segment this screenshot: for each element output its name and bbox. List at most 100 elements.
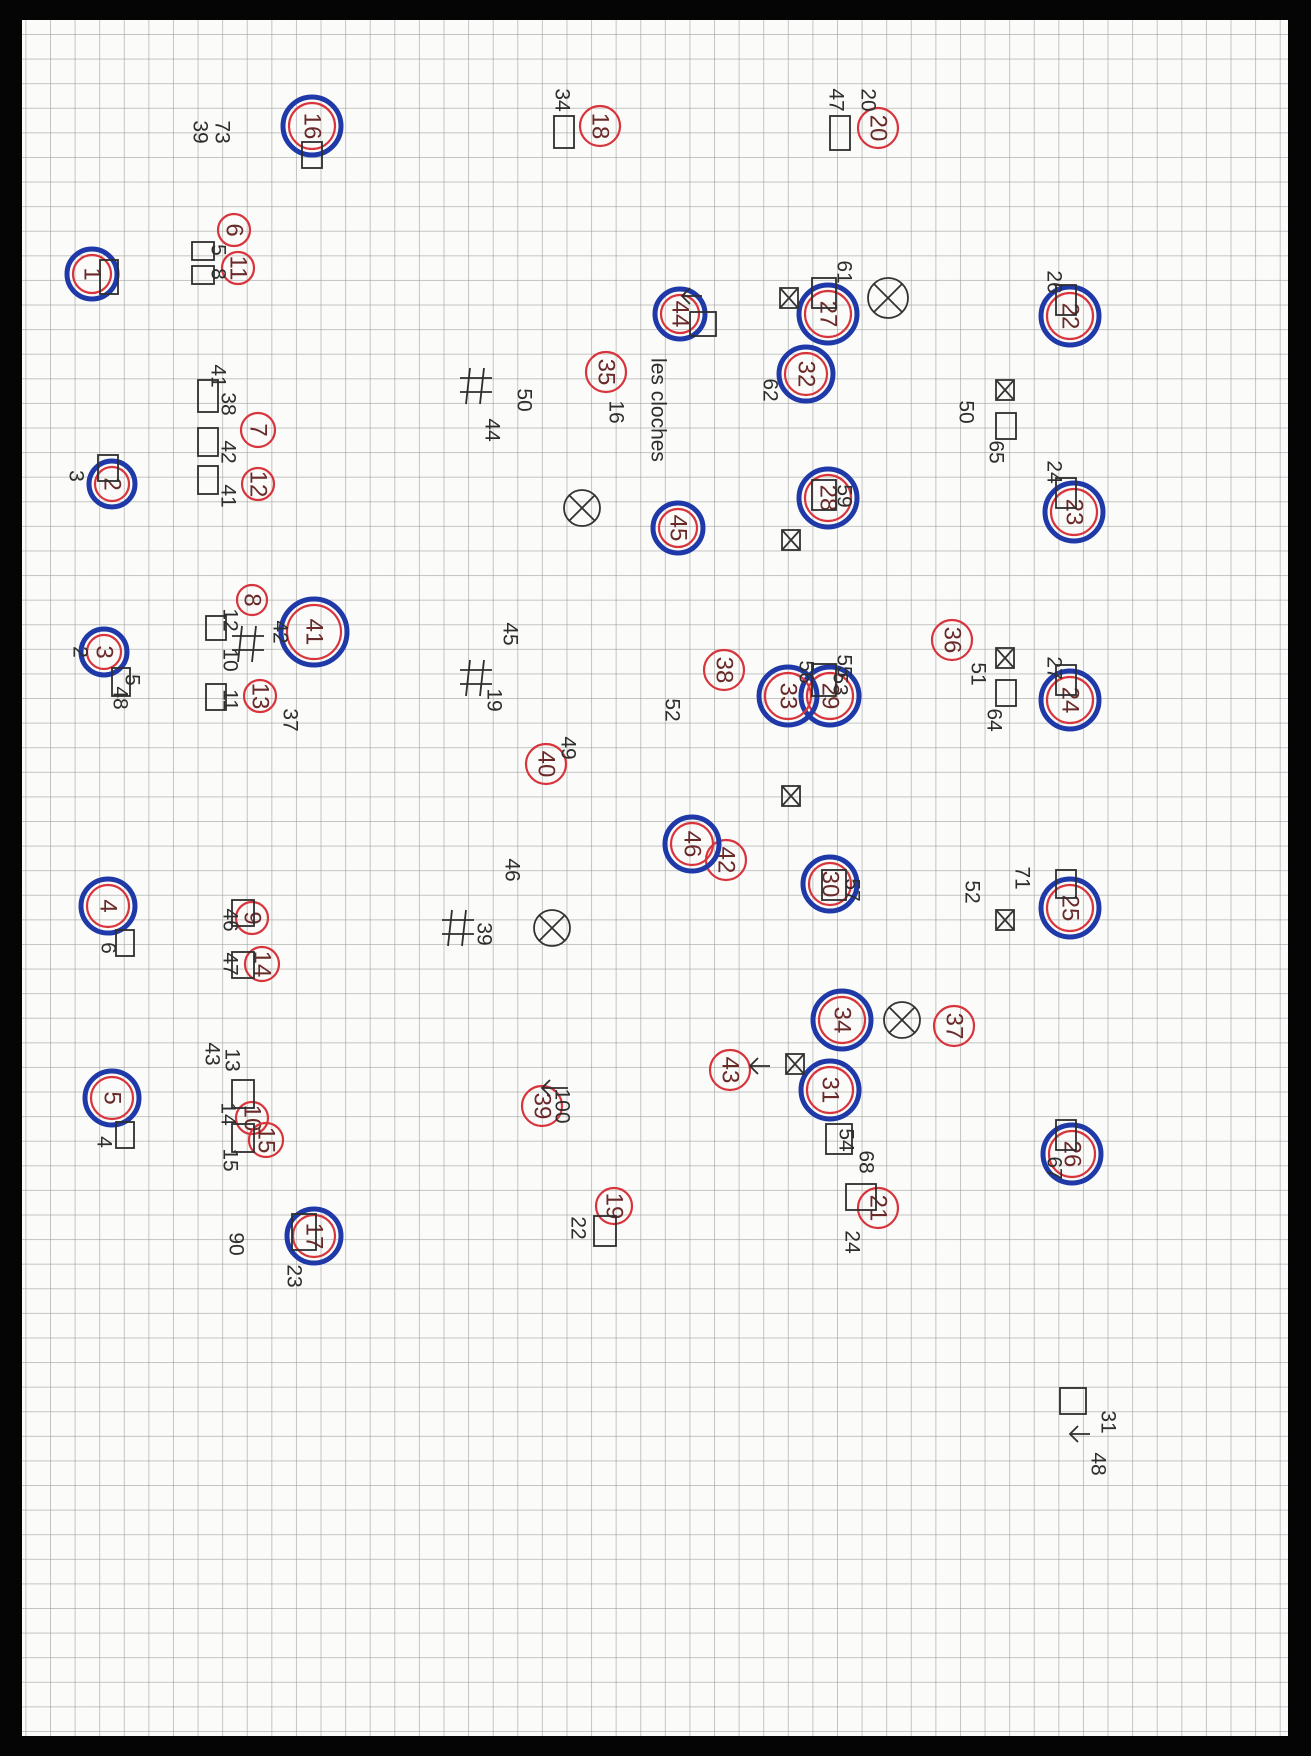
- marker-number: 17: [301, 1223, 328, 1250]
- marker-number: 43: [717, 1057, 744, 1084]
- marker-number: 33: [775, 683, 802, 710]
- circled-number-5: 5: [85, 1071, 139, 1125]
- circled-cross-icon: [868, 278, 908, 318]
- handwritten-note: 24: [1043, 460, 1066, 484]
- handwritten-note: 11: [219, 689, 242, 711]
- circled-number-31: 31: [801, 1061, 859, 1119]
- marker-number: 27: [815, 301, 842, 328]
- handwritten-note: 16: [605, 400, 628, 423]
- handwritten-note: 71: [1011, 866, 1034, 889]
- handwritten-note: les cloches: [647, 358, 670, 462]
- handwritten-note: 90: [225, 1232, 248, 1255]
- marker-number: 4: [95, 899, 122, 912]
- marker-number: 9: [239, 911, 266, 924]
- handwritten-note: 2: [69, 646, 92, 658]
- circled-number-25: 25: [1041, 879, 1099, 937]
- handwritten-note: 5: [121, 674, 144, 686]
- handwritten-note: 57: [841, 878, 864, 901]
- circled-number-34: 34: [813, 991, 871, 1049]
- handwritten-note: 5: [207, 244, 230, 256]
- handwritten-note: 52: [961, 880, 984, 903]
- handwritten-note: 20: [857, 88, 880, 111]
- desk-square-icon: [554, 116, 574, 148]
- circled-number-23: 23: [1045, 483, 1103, 541]
- handwritten-note: 73: [211, 120, 234, 143]
- hand-drawn-seating-map: 1234567891011121314151617181920212223242…: [22, 20, 1288, 1736]
- desk-square-icon: [198, 428, 218, 456]
- circled-number-13: 13: [244, 680, 276, 712]
- marker-number: 3: [91, 645, 118, 658]
- handwritten-note: 39: [189, 120, 212, 143]
- handwritten-note: 62: [759, 378, 782, 401]
- handwritten-note: 68: [855, 1150, 878, 1173]
- marker-number: 38: [711, 657, 738, 684]
- circled-number-37: 37: [934, 1006, 974, 1046]
- handwritten-note: 27: [1043, 656, 1066, 679]
- crossed-box-icon: [996, 380, 1014, 400]
- handwritten-note: 50: [513, 388, 536, 411]
- circled-number-32: 32: [779, 347, 833, 401]
- marker-number: 40: [533, 751, 560, 778]
- desk-square-icon: [996, 413, 1016, 439]
- circled-cross-icon: [534, 910, 570, 946]
- handwritten-note: 52: [661, 698, 684, 721]
- marker-number: 30: [817, 871, 844, 898]
- marker-number: 5: [99, 1091, 126, 1104]
- handwritten-note: 46: [219, 908, 242, 931]
- marker-number: 6: [221, 223, 248, 236]
- circled-number-21: 21: [858, 1188, 898, 1228]
- handwritten-notes: 3973344758384241413121011423724854647643…: [65, 88, 1120, 1475]
- circled-number-35: 35: [586, 352, 626, 392]
- circled-number-12: 12: [242, 468, 274, 500]
- marker-number: 46: [679, 831, 706, 858]
- handwritten-note: 41: [217, 484, 240, 507]
- handwritten-note: 100: [551, 1088, 574, 1123]
- handwritten-note: 24: [841, 1230, 864, 1254]
- marker-number: 45: [665, 515, 692, 542]
- marker-number: 22: [1057, 303, 1084, 330]
- marker-number: 12: [245, 471, 272, 498]
- marker-number: 20: [865, 115, 892, 142]
- handwritten-note: 3: [65, 470, 88, 482]
- circled-number-27: 27: [799, 285, 857, 343]
- handwritten-note: 12: [219, 608, 242, 631]
- circled-number-1: 1: [67, 249, 117, 299]
- handwritten-note: 64: [983, 708, 1006, 732]
- crossed-box-icon: [996, 648, 1014, 668]
- arrow-icon: [750, 1058, 770, 1074]
- arrow-icon: [1070, 1426, 1090, 1442]
- handwritten-note: 49: [557, 736, 580, 759]
- crossed-box-icon: [996, 910, 1014, 930]
- marker-number: 13: [247, 683, 274, 710]
- marker-number: 16: [299, 113, 326, 140]
- handwritten-note: 13: [221, 1048, 244, 1071]
- handwritten-note: 14: [217, 1102, 240, 1126]
- handwritten-note: 31: [1097, 1410, 1120, 1433]
- marker-number: 41: [301, 619, 328, 646]
- circled-number-45: 45: [653, 503, 703, 553]
- marker-number: 36: [939, 627, 966, 654]
- handwritten-note: 37: [279, 708, 302, 731]
- handwritten-note: 46: [501, 858, 524, 881]
- crossed-box-icon: [786, 1054, 804, 1074]
- marker-number: 2: [99, 477, 126, 490]
- marker-number: 31: [817, 1077, 844, 1104]
- circled-number-17: 17: [287, 1209, 341, 1263]
- handwritten-note: 4: [93, 1136, 116, 1148]
- circled-number-46: 46: [665, 817, 719, 871]
- circled-cross-icon: [564, 490, 600, 526]
- marker-number: 21: [865, 1195, 892, 1222]
- handwritten-note: 48: [1087, 1452, 1110, 1475]
- marker-number: 37: [941, 1013, 968, 1040]
- desk-square-icon: [1060, 1388, 1086, 1414]
- circled-cross-icon: [884, 1002, 920, 1038]
- circled-number-16: 16: [283, 97, 341, 155]
- marker-number: 24: [1057, 687, 1084, 714]
- marker-number: 1: [79, 267, 106, 280]
- handwritten-note: 50: [955, 400, 978, 423]
- handwritten-note: 38: [217, 392, 240, 415]
- marker-number: 23: [1061, 499, 1088, 526]
- hatched-desk-icon: [460, 368, 492, 404]
- circled-number-43: 43: [710, 1050, 750, 1090]
- circled-number-2: 2: [89, 461, 135, 507]
